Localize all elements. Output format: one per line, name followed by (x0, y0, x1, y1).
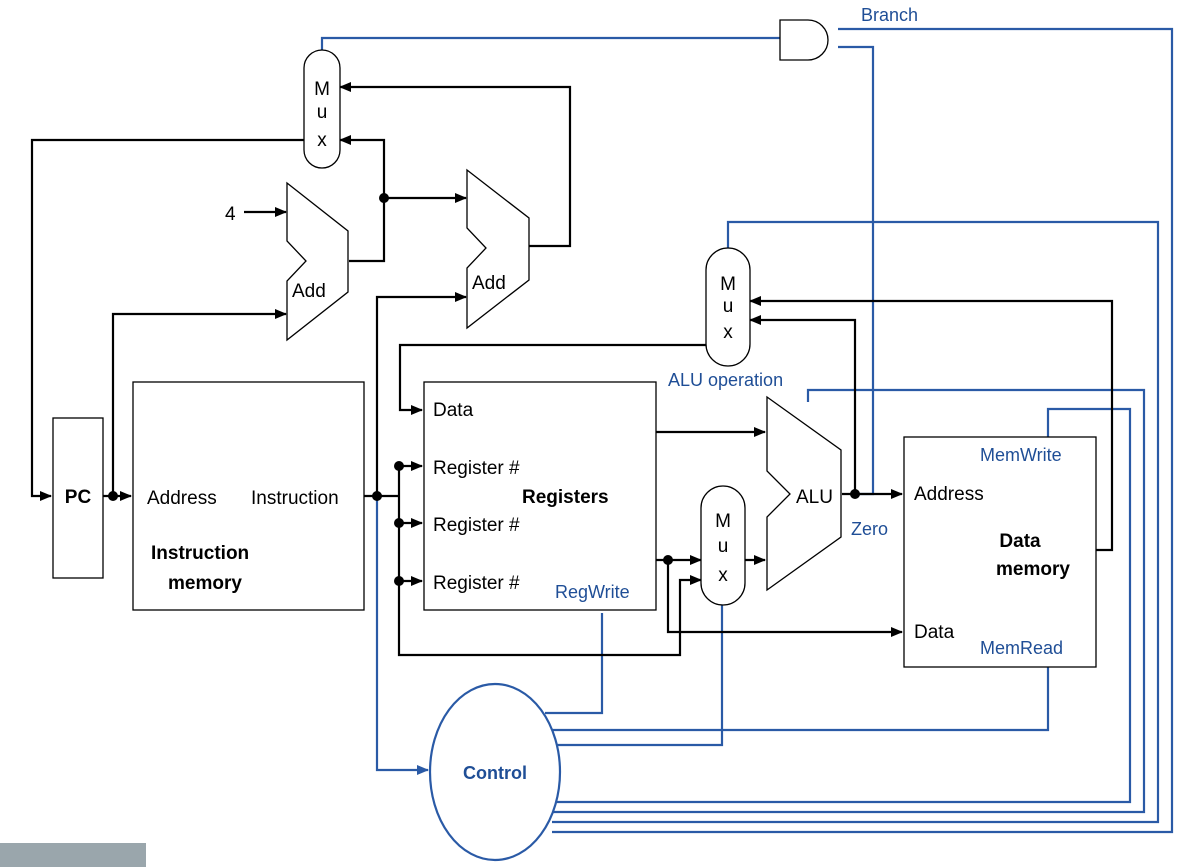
svg-text:u: u (317, 102, 328, 123)
figure-corner-tab (0, 843, 146, 867)
instruction-memory: Address Instruction Instruction memory (132, 381, 365, 611)
svg-text:x: x (317, 130, 327, 151)
control-unit: Control (428, 682, 562, 862)
register-file: Data Register # Registers Register # Reg… (423, 381, 657, 611)
svg-text:Registers: Registers (522, 487, 609, 508)
svg-text:PC: PC (65, 487, 92, 508)
svg-text:Data: Data (999, 531, 1041, 552)
svg-text:RegWrite: RegWrite (555, 582, 630, 602)
svg-text:ALU: ALU (796, 487, 833, 508)
svg-text:Add: Add (472, 273, 506, 294)
branch-label: Branch (861, 5, 918, 25)
svg-text:M: M (715, 511, 731, 532)
svg-text:MemRead: MemRead (980, 638, 1063, 658)
svg-text:memory: memory (996, 559, 1070, 580)
branch-adder: Add (466, 168, 530, 330)
svg-text:MemWrite: MemWrite (980, 445, 1062, 465)
svg-text:u: u (723, 296, 734, 317)
svg-text:Register #: Register # (433, 515, 520, 536)
zero-label: Zero (851, 519, 888, 539)
junction-dots (108, 193, 860, 586)
pc-register: PC (52, 417, 104, 579)
data-memory: MemWrite Address Data memory Data MemRea… (903, 436, 1097, 668)
pc-source-mux: M u x (303, 49, 341, 169)
pc-adder: Add (286, 181, 349, 342)
svg-text:M: M (720, 274, 736, 295)
alu: ALU (766, 395, 842, 592)
and-gate (779, 19, 829, 61)
svg-text:Instruction: Instruction (251, 488, 339, 509)
writeback-mux: M u x (705, 247, 751, 367)
svg-text:Instruction: Instruction (151, 543, 249, 564)
svg-text:Register #: Register # (433, 573, 520, 594)
datapath-wires (30, 82, 1114, 657)
alu-src-mux: M u x (700, 485, 746, 606)
svg-text:u: u (718, 536, 729, 557)
svg-text:x: x (723, 322, 733, 343)
svg-text:Address: Address (914, 484, 984, 505)
control-wires (320, 27, 1174, 834)
svg-text:Register #: Register # (433, 458, 520, 479)
svg-text:Data: Data (433, 400, 474, 421)
svg-text:Data: Data (914, 622, 955, 643)
svg-text:M: M (314, 79, 330, 100)
svg-text:Address: Address (147, 488, 217, 509)
alu-operation-label: ALU operation (668, 370, 783, 390)
constant-four: 4 (225, 204, 236, 225)
svg-text:Control: Control (463, 763, 527, 783)
svg-text:x: x (718, 565, 728, 586)
svg-text:memory: memory (168, 573, 242, 594)
svg-text:Add: Add (292, 281, 326, 302)
